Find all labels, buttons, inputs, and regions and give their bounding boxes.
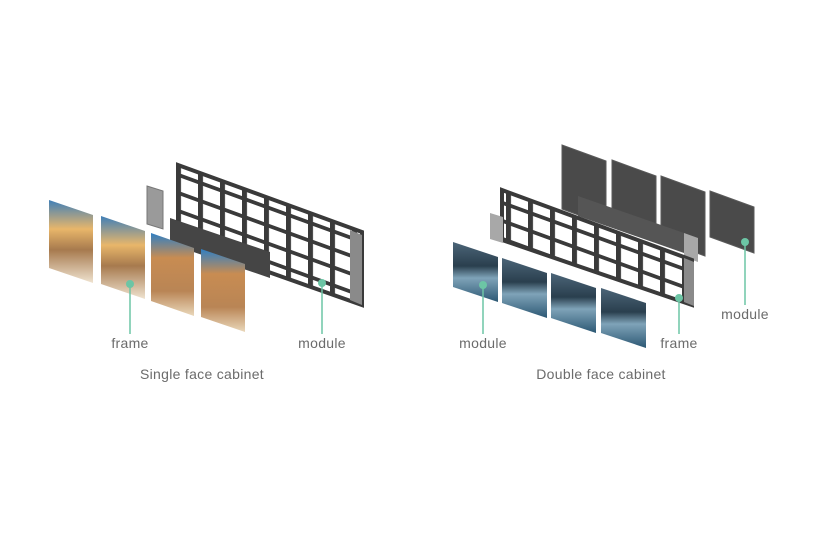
module-marker-dot <box>318 279 326 287</box>
image-panel <box>101 216 145 299</box>
module-bar <box>170 218 270 278</box>
image-panel <box>551 273 596 333</box>
back-module <box>709 190 755 254</box>
frame-marker-dot <box>675 294 683 302</box>
power-box <box>684 233 698 262</box>
image-panel <box>601 288 646 348</box>
image-panel <box>453 242 498 302</box>
image-panel <box>49 200 93 283</box>
double-module-front-label: module <box>459 335 507 351</box>
double-face-caption: Double face cabinet <box>536 366 666 382</box>
single-module-label: module <box>298 335 346 351</box>
module-bar <box>578 196 684 253</box>
image-panel <box>201 249 245 332</box>
module-front-marker-dot <box>479 281 487 289</box>
single-face-cabinet <box>49 162 364 334</box>
double-frame-label: frame <box>660 335 698 351</box>
image-panel <box>502 258 547 318</box>
frame-marker-dot <box>126 280 134 288</box>
single-frame-label: frame <box>111 335 149 351</box>
power-box <box>490 213 503 243</box>
cabinet-end-cap <box>684 258 694 306</box>
double-face-cabinet <box>453 144 755 348</box>
image-panel <box>151 233 194 316</box>
module-back-marker-dot <box>741 238 749 246</box>
single-face-caption: Single face cabinet <box>139 366 265 382</box>
double-module-back-label: module <box>721 306 769 322</box>
power-box <box>146 185 164 230</box>
cabinet-end-cap <box>350 230 362 305</box>
